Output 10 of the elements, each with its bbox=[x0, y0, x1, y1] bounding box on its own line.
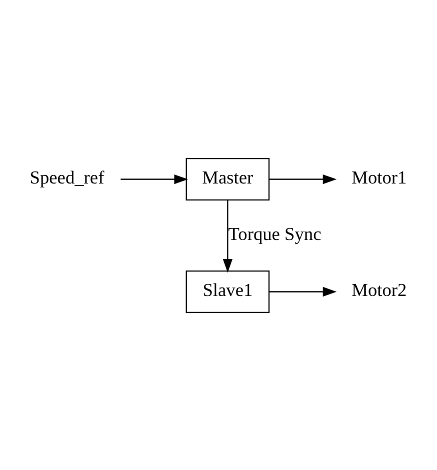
arrow bbox=[222, 200, 233, 272]
arrow bbox=[269, 174, 337, 184]
node-box: Master bbox=[186, 158, 270, 200]
edge-label: Torque Sync bbox=[228, 223, 322, 244]
node-text: Speed_ref bbox=[30, 167, 104, 188]
node-box: Slave1 bbox=[186, 270, 270, 312]
node-text: Motor1 bbox=[352, 167, 407, 188]
node-text: Motor2 bbox=[352, 280, 407, 300]
arrow bbox=[269, 286, 337, 296]
arrow bbox=[120, 174, 188, 184]
